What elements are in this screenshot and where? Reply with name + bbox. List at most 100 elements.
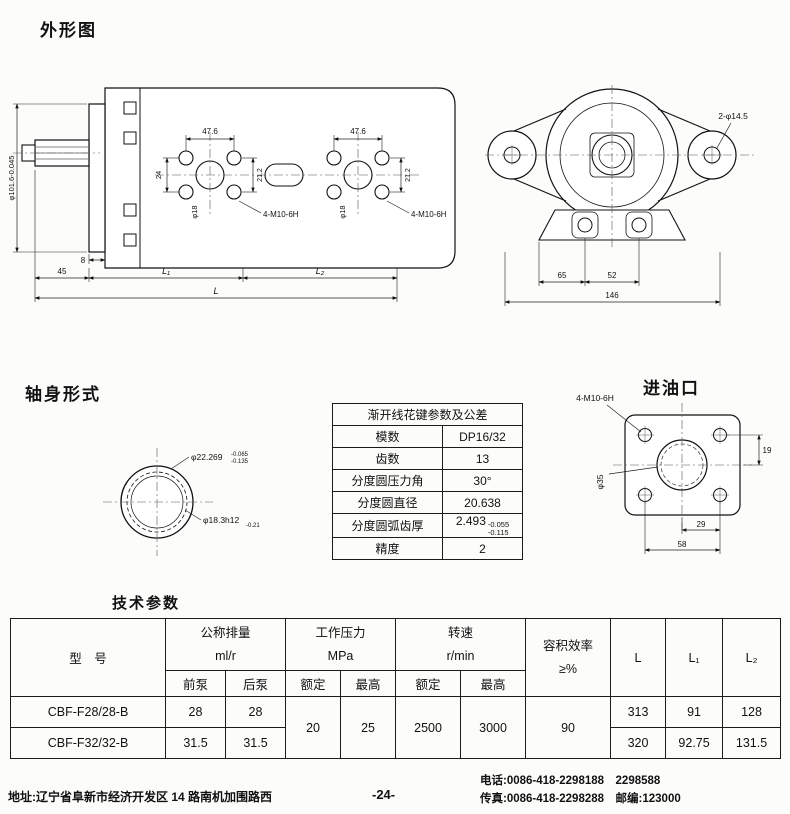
thread-label: 4-M10-6H bbox=[576, 393, 614, 403]
col-header-model: 型 号 bbox=[10, 618, 166, 697]
table-row: 精度 2 bbox=[332, 537, 523, 560]
header-label: 公称排量 bbox=[200, 626, 251, 640]
cell-l: 313 bbox=[610, 696, 667, 728]
cell-model: CBF-F28/28-B bbox=[10, 696, 166, 728]
spline-tol-lower: -0.135 bbox=[231, 459, 249, 465]
tech-section-title: 技术参数 bbox=[112, 595, 181, 612]
dim-146-label: 146 bbox=[605, 291, 619, 300]
cell-front-displacement: 28 bbox=[165, 696, 226, 728]
cell-l2: 131.5 bbox=[722, 727, 782, 759]
cell-speed-max: 3000 bbox=[460, 696, 527, 759]
shaft-dia-label: φ18.3h12 bbox=[203, 515, 240, 525]
row-label: 齿数 bbox=[332, 447, 443, 470]
spline-tol-upper: -0.065 bbox=[231, 452, 249, 458]
col-header-l: L bbox=[610, 618, 667, 697]
outline-drawing-end-view: 2-φ14.5 65 52 146 bbox=[485, 85, 755, 306]
inlet-dia-label: φ35 bbox=[595, 474, 605, 489]
header-label: 容积效率 bbox=[543, 639, 594, 653]
dim-47-6-label: 47.6 bbox=[350, 127, 366, 136]
dim-52-label: 52 bbox=[608, 271, 617, 280]
row-label: 分度圆弧齿厚 bbox=[332, 513, 443, 538]
dim-21-2-label: 21.2 bbox=[257, 168, 264, 182]
spline-table-title: 渐开线花键参数及公差 bbox=[332, 403, 523, 426]
outline-section-title: 外形图 bbox=[40, 21, 97, 40]
shaft-tol-label: -0.21 bbox=[246, 523, 260, 529]
center-lines bbox=[13, 132, 420, 217]
footer-phone: 电话:0086-418-2298188 2298588 bbox=[480, 775, 661, 787]
dim-19-label: 19 bbox=[763, 446, 772, 455]
cell-l2: 128 bbox=[722, 696, 782, 728]
technical-parameters-table: 型 号 公称排量 ml/r 工作压力 MPa 转速 r/min 容积效率 ≥% … bbox=[10, 618, 782, 759]
subheader-rated: 额定 bbox=[285, 670, 342, 697]
dim-65-label: 65 bbox=[558, 271, 567, 280]
dim-47-6-label: 47.6 bbox=[202, 127, 218, 136]
table-header-row: 型 号 公称排量 ml/r 工作压力 MPa 转速 r/min 容积效率 ≥% … bbox=[10, 618, 782, 697]
dimension-labels: 2-φ14.5 65 52 146 bbox=[558, 111, 749, 300]
cell-l1: 91 bbox=[665, 696, 724, 728]
dim-21-2-label: 21.2 bbox=[405, 168, 412, 182]
cell-rear-displacement: 28 bbox=[224, 696, 287, 728]
spline-dia-label: φ22.269 bbox=[191, 452, 223, 462]
shaft-form-drawing: φ22.269 -0.065 -0.135 φ18.3h12 -0.21 bbox=[103, 448, 260, 556]
row-value: 20.638 bbox=[442, 491, 523, 514]
col-header-efficiency: 容积效率 ≥% bbox=[525, 618, 612, 697]
thickness-tol-lower: -0.115 bbox=[487, 528, 509, 537]
thickness-value: 2.493 bbox=[455, 514, 486, 528]
dim-phi18-label: φ18 bbox=[190, 205, 199, 218]
table-row: 齿数 13 bbox=[332, 447, 523, 470]
dim-45-label: 45 bbox=[58, 267, 67, 276]
cell-l: 320 bbox=[610, 727, 667, 759]
header-unit: MPa bbox=[327, 648, 354, 663]
dimension-lines bbox=[504, 122, 732, 306]
table-row: 分度圆弧齿厚 2.493-0.055-0.115 bbox=[332, 513, 523, 538]
row-value: DP16/32 bbox=[442, 425, 523, 448]
dimension-labels: φ22.269 -0.065 -0.135 φ18.3h12 -0.21 bbox=[191, 452, 260, 529]
dimension-labels: φ101.6-0.045 47.6 47.6 24 21.2 21.2 φ18 … bbox=[7, 127, 447, 296]
header-unit: ≥% bbox=[559, 661, 578, 676]
row-value: 13 bbox=[442, 447, 523, 470]
row-value: 2 bbox=[442, 537, 523, 560]
subheader-rear-pump: 后泵 bbox=[224, 670, 287, 697]
pump-body-outline bbox=[21, 87, 456, 269]
leader-lines bbox=[170, 456, 202, 521]
dim-l2-label: L₂ bbox=[316, 266, 325, 276]
footer-fax: 传真:0086-418-2298288 邮编:123000 bbox=[480, 793, 681, 805]
row-value: 2.493-0.055-0.115 bbox=[442, 513, 523, 538]
inlet-port-drawing: 4-M10-6H φ35 19 29 58 bbox=[576, 393, 772, 554]
header-label: 工作压力 bbox=[315, 626, 366, 640]
inlet-section-title: 进油口 bbox=[643, 379, 700, 398]
dimension-lines bbox=[13, 103, 410, 302]
header-unit: ml/r bbox=[215, 648, 236, 663]
cell-front-displacement: 31.5 bbox=[165, 727, 226, 759]
table-subheader-row: 前泵 后泵 额定 最高 额定 最高 bbox=[11, 670, 781, 697]
dim-8-label: 8 bbox=[81, 256, 86, 265]
row-label: 精度 bbox=[332, 537, 443, 560]
dim-l1-label: L₁ bbox=[162, 266, 170, 276]
col-header-pressure: 工作压力 MPa bbox=[285, 618, 397, 671]
table-row: 分度圆压力角 30° bbox=[332, 469, 523, 492]
cell-l1: 92.75 bbox=[665, 727, 724, 759]
thickness-tol-upper: -0.055 bbox=[487, 520, 510, 529]
row-label: 分度圆直径 bbox=[332, 491, 443, 514]
dimension-labels: 4-M10-6H φ35 19 29 58 bbox=[576, 393, 772, 549]
cell-pressure-max: 25 bbox=[340, 696, 397, 759]
center-lines bbox=[613, 403, 752, 530]
subheader-max: 最高 bbox=[460, 670, 527, 697]
col-header-speed: 转速 r/min bbox=[395, 618, 527, 671]
dim-l-label: L bbox=[213, 286, 218, 296]
table-row: CBF-F28/28-B 28 28 20 25 2500 3000 90 31… bbox=[10, 696, 782, 759]
outline-drawing-side-view: φ101.6-0.045 47.6 47.6 24 21.2 21.2 φ18 … bbox=[7, 87, 456, 302]
cell-speed-rated: 2500 bbox=[395, 696, 462, 759]
subheader-max: 最高 bbox=[340, 670, 397, 697]
row-value: 30° bbox=[442, 469, 523, 492]
col-header-l1: L₁ bbox=[665, 618, 724, 697]
dimension-lines bbox=[606, 404, 763, 554]
dim-phi18-label: φ18 bbox=[338, 205, 347, 218]
cell-model: CBF-F32/32-B bbox=[10, 727, 166, 759]
thread-label: 4-M10-6H bbox=[263, 210, 299, 219]
subheader-rated: 额定 bbox=[395, 670, 462, 697]
col-header-displacement: 公称排量 ml/r bbox=[164, 618, 287, 671]
table-row: 模数 DP16/32 bbox=[332, 425, 523, 448]
cover-bolts bbox=[123, 101, 137, 247]
